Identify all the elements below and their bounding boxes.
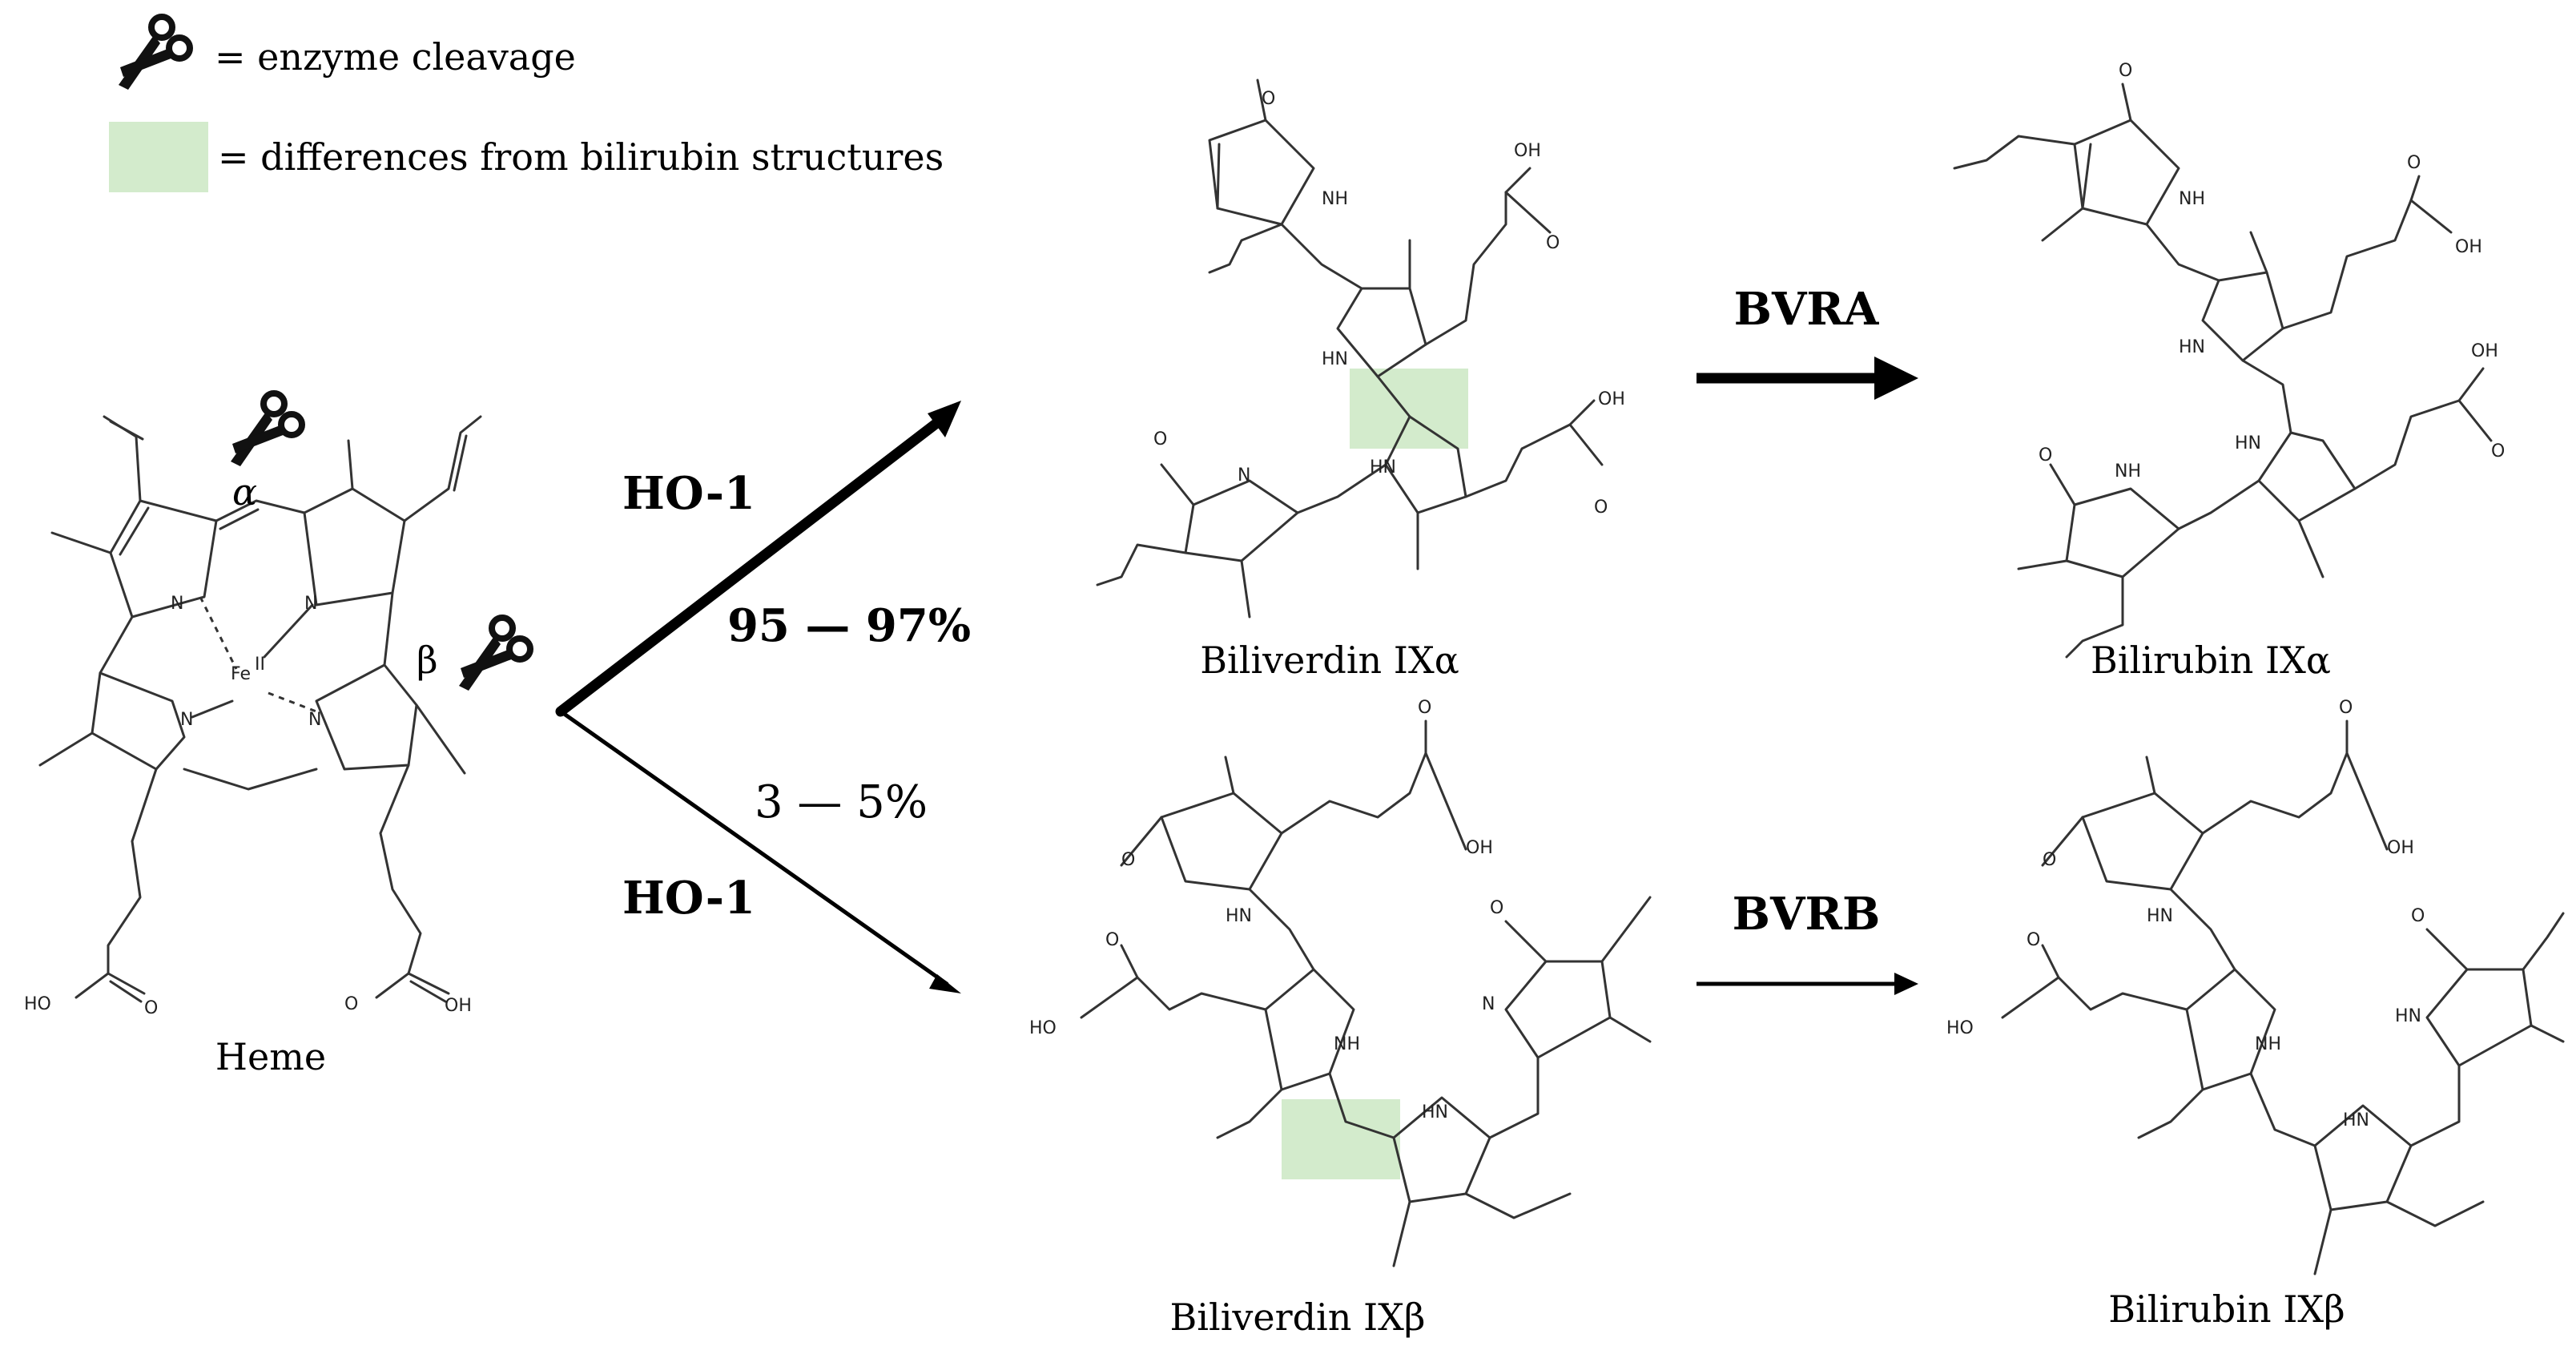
bva-oh1: OH	[1514, 141, 1541, 161]
heme-label: Heme	[215, 1035, 326, 1078]
biliverdin-beta-label: Biliverdin IXβ	[1169, 1296, 1425, 1339]
bva-o4: O	[1153, 429, 1167, 449]
bvb-ho: HO	[1029, 1018, 1057, 1038]
bvb-o1: O	[1121, 850, 1135, 870]
biliverdin-alpha-structure: O NH HN HN N O OH O OH O Biliverdin IXα	[1096, 79, 1625, 682]
legend: = enzyme cleavage = differences from bil…	[109, 17, 944, 192]
ho1-arrows	[555, 401, 961, 993]
brb-o2: O	[2339, 698, 2353, 718]
legend-highlight-swatch	[109, 122, 208, 192]
heme-n1: N	[171, 594, 183, 614]
heme-structure: N N N N Fe II HO O O OH α β Heme	[24, 393, 530, 1078]
bilirubin-alpha-label: Bilirubin IXα	[2091, 639, 2331, 682]
brb-ho: HO	[1946, 1018, 1974, 1038]
brb-hn1: HN	[2147, 906, 2173, 926]
beta-yield-label: 3 — 5%	[755, 776, 928, 828]
bra-hn3: HN	[2235, 433, 2261, 453]
heme-ho: HO	[24, 994, 51, 1014]
beta-enzyme-label: HO-1	[622, 872, 755, 925]
bra-oh1: OH	[2455, 237, 2482, 257]
bra-nh4: NH	[2115, 461, 2141, 482]
legend-scissors-label: = enzyme cleavage	[215, 35, 576, 79]
bvra-label: BVRA	[1734, 283, 1880, 336]
bva-hn2: HN	[1322, 349, 1348, 369]
bra-hn2: HN	[2179, 337, 2205, 357]
beta-scissors-icon	[459, 618, 530, 691]
bilirubin-alpha-structure: O NH HN HN NH O O OH OH O Bilirubin IXα	[1953, 61, 2505, 682]
heme-o2: O	[344, 994, 358, 1014]
bvb-o3: O	[1105, 930, 1119, 950]
bva-o3: O	[1594, 498, 1608, 518]
brb-oh1: OH	[2387, 838, 2414, 858]
bvb-hn3: HN	[1422, 1102, 1448, 1122]
heme-oh: OH	[445, 996, 472, 1016]
heme-n2: N	[304, 594, 317, 614]
legend-highlight-label: = differences from bilirubin structures	[218, 135, 944, 179]
brb-o4: O	[2411, 906, 2425, 926]
brb-hn4: HN	[2395, 1006, 2421, 1026]
biliverdin-beta-highlight	[1282, 1099, 1400, 1179]
beta-site-label: β	[417, 639, 438, 682]
heme-n3: N	[180, 710, 193, 730]
bvb-o4: O	[1490, 898, 1503, 918]
bvb-o2: O	[1418, 698, 1431, 718]
biliverdin-beta-structure: O HN O OH O HO NH HN N O Biliverdin IXβ	[1029, 698, 1652, 1339]
bvrb-arrow	[1697, 973, 1918, 995]
bvb-hn1: HN	[1226, 906, 1252, 926]
bva-nh1: NH	[1322, 189, 1348, 209]
heme-fe-oxidation: II	[255, 655, 265, 675]
heme-n4: N	[308, 710, 321, 730]
brb-o1: O	[2043, 850, 2056, 870]
bva-oh2: OH	[1598, 389, 1625, 409]
biliverdin-alpha-label: Biliverdin IXα	[1200, 639, 1459, 682]
bva-hn3: HN	[1370, 457, 1396, 478]
heme-o1: O	[144, 998, 158, 1018]
alpha-yield-label: 95 — 97%	[727, 599, 971, 652]
bilirubin-beta-structure: O HN O OH O HO NH HN HN O Bilirubin IXβ	[1946, 698, 2565, 1331]
alpha-scissors-icon	[231, 393, 302, 466]
bra-o3: O	[2491, 441, 2505, 461]
bvb-oh1: OH	[1466, 838, 1493, 858]
bva-o2: O	[1546, 233, 1560, 253]
brb-nh2: NH	[2255, 1034, 2281, 1054]
bva-o1: O	[1262, 89, 1275, 109]
heme-fe: Fe	[231, 664, 251, 684]
bvrb-label: BVRB	[1733, 888, 1881, 941]
bra-o4: O	[2039, 445, 2052, 465]
bilirubin-beta-label: Bilirubin IXβ	[2108, 1288, 2345, 1331]
bra-nh1: NH	[2179, 189, 2205, 209]
alpha-enzyme-label: HO-1	[622, 467, 755, 520]
bra-o2: O	[2407, 153, 2421, 173]
brb-hn3: HN	[2343, 1110, 2369, 1130]
alpha-site-label: α	[232, 470, 257, 514]
scissors-icon	[119, 17, 190, 90]
biliverdin-alpha-highlight	[1350, 369, 1468, 449]
bvra-arrow	[1697, 357, 1918, 400]
bvb-n4: N	[1482, 994, 1495, 1014]
bvb-nh2: NH	[1334, 1034, 1360, 1054]
brb-o3: O	[2027, 930, 2040, 950]
bra-oh2: OH	[2471, 341, 2498, 361]
bva-n4: N	[1238, 465, 1250, 486]
bra-o1: O	[2119, 61, 2132, 81]
